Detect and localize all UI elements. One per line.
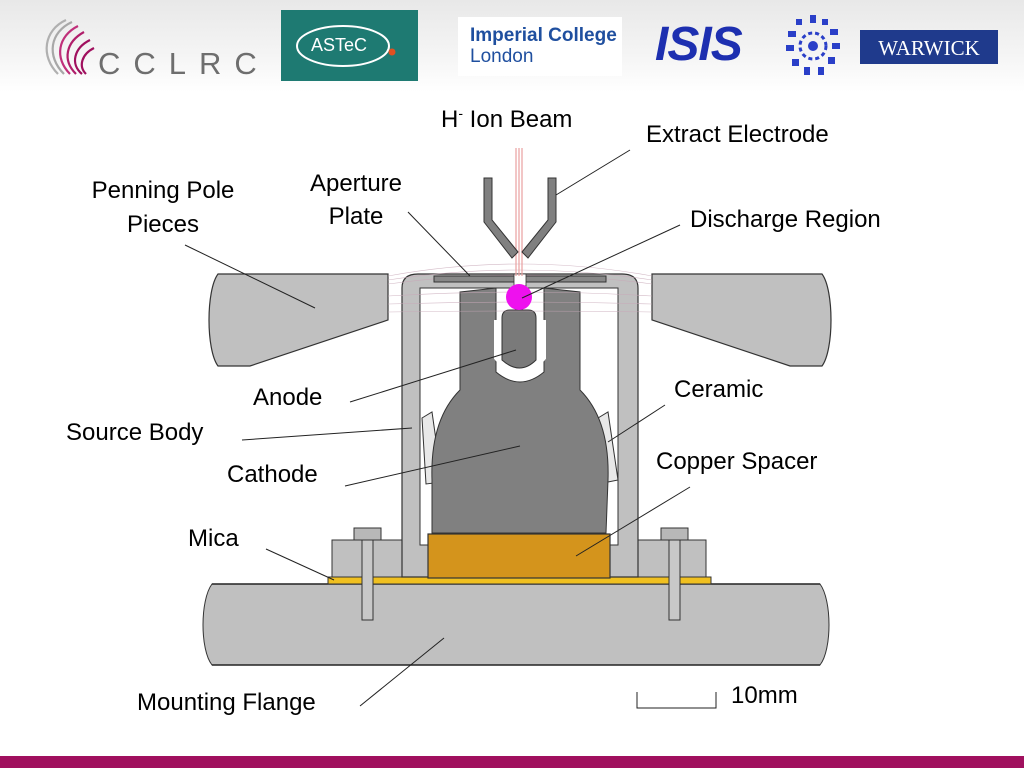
astec-oval-icon: [296, 25, 396, 67]
imperial-logo-line1: Imperial College: [470, 25, 617, 46]
imperial-logo: Imperial College London: [458, 17, 622, 76]
extract-electrode-left: [483, 177, 519, 259]
label-extract-electrode: Extract Electrode: [646, 121, 829, 148]
label-mounting-flange: Mounting Flange: [137, 689, 316, 716]
right-bolt-shaft: [668, 539, 681, 621]
penning-pole-left: [208, 273, 389, 367]
discharge-region: [506, 284, 532, 310]
cathode-body: [431, 287, 609, 534]
footer-bar: [0, 756, 1024, 768]
left-bolt-shaft: [361, 539, 374, 621]
extract-electrode-right: [521, 177, 557, 259]
warwick-logo: WARWICK: [860, 30, 998, 64]
imperial-logo-line2: London: [470, 46, 534, 67]
label-copper-spacer: Copper Spacer: [656, 448, 817, 475]
astec-logo: ASTeC: [281, 10, 418, 81]
copper-spacer: [427, 533, 611, 579]
header-logo-bar: CCLRC ASTeC Imperial College London ISIS…: [0, 0, 1024, 92]
isis-starburst-icon: [786, 15, 840, 75]
label-ceramic: Ceramic: [674, 376, 763, 403]
label-anode: Anode: [253, 384, 322, 411]
leader-lines: [184, 149, 691, 707]
warwick-logo-text: WARWICK: [878, 36, 980, 60]
label-penning-pole-line2: Pieces: [127, 211, 199, 238]
label-mica: Mica: [188, 525, 239, 552]
mounting-flange: [202, 583, 830, 666]
label-ion-beam: H- Ion Beam: [441, 105, 572, 133]
cclrc-swirl-icon: [45, 18, 95, 75]
ion-beam: [515, 148, 523, 276]
label-penning-pole-line1: Penning Pole: [92, 177, 235, 204]
scale-bar: [636, 692, 717, 709]
label-aperture-plate-line2: Plate: [329, 203, 384, 230]
label-cathode: Cathode: [227, 461, 318, 488]
right-bolt-head: [660, 527, 689, 541]
label-scale: 10mm: [731, 682, 798, 709]
astec-logo-text: ASTeC: [311, 35, 368, 55]
anode-loop: [494, 320, 546, 375]
label-discharge-region: Discharge Region: [690, 206, 881, 233]
label-aperture-plate-line1: Aperture: [310, 170, 402, 197]
label-source-body: Source Body: [66, 419, 203, 446]
isis-logo-text: ISIS: [655, 18, 743, 71]
anode-body: [501, 309, 537, 369]
left-bolt-head: [353, 527, 382, 541]
penning-pole-right: [651, 273, 832, 367]
cclrc-logo-text: CCLRC: [98, 46, 270, 81]
